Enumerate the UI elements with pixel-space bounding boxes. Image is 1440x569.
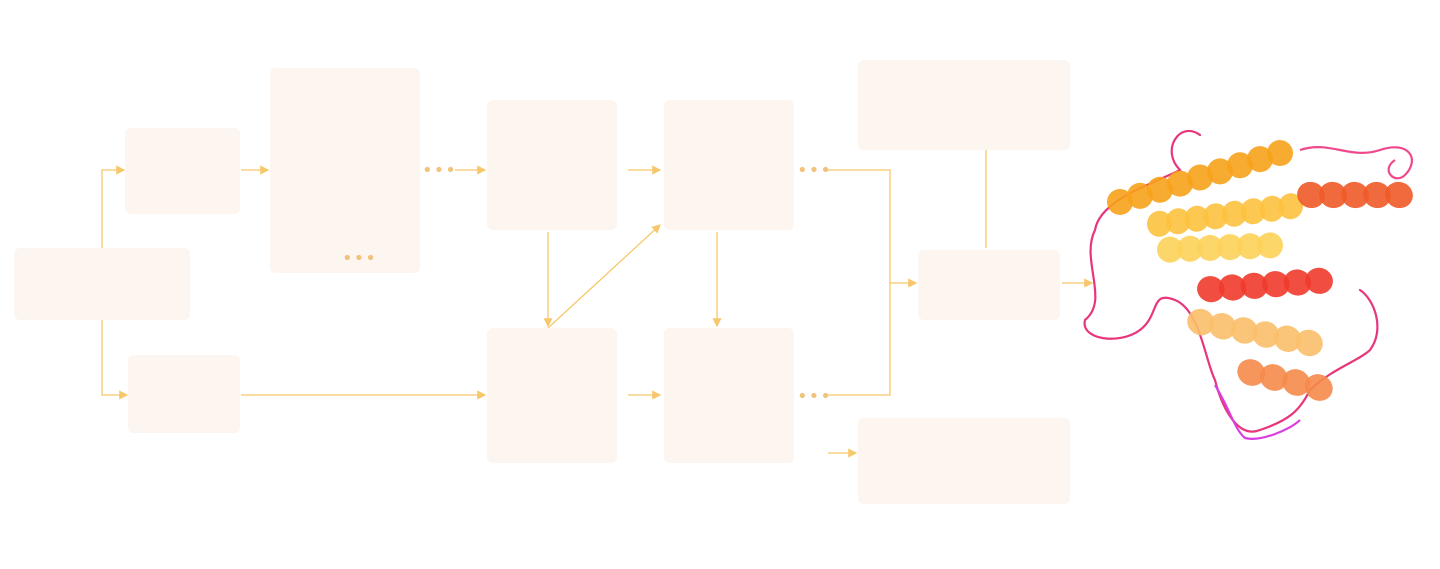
msa-repr-box-2 (664, 100, 794, 230)
helix-turn (1184, 205, 1210, 232)
helix-turn (1363, 181, 1391, 209)
coil (1299, 146, 1413, 180)
ellipsis-icon: ••• (797, 386, 832, 407)
flow-arrow (825, 169, 891, 396)
helix-turn (1237, 233, 1263, 260)
helix-turn (1221, 200, 1247, 227)
helix-turn (1297, 181, 1325, 209)
helix-turn (1230, 317, 1258, 344)
helix-turn (1165, 208, 1191, 235)
helix-turn (1157, 236, 1183, 263)
helix-turn (1177, 235, 1203, 262)
helix-turn (1385, 181, 1413, 209)
helix-turn (1187, 164, 1213, 191)
helix-turn (1257, 232, 1283, 259)
msa-repr-box-1 (487, 100, 617, 230)
ellipsis-icon: ••• (797, 160, 832, 181)
helix-turn (1197, 234, 1223, 261)
helix-turn (1218, 274, 1247, 301)
helix-turn (1167, 170, 1193, 197)
helix-turn (1259, 195, 1285, 222)
helix-turn (1262, 271, 1290, 298)
helix-turn (1304, 374, 1333, 401)
helix-turn (1203, 203, 1229, 230)
helix-turn (1305, 267, 1333, 294)
structure-module-box (918, 250, 1060, 320)
helix-turn (1247, 146, 1273, 173)
protein-structure-icon (1083, 129, 1413, 440)
contact-map-box (858, 418, 1070, 504)
helix-turn (1267, 140, 1293, 167)
template-search-box (128, 355, 240, 433)
helix-turn (1146, 210, 1172, 237)
helix-turn (1147, 176, 1173, 203)
helix-turn (1240, 198, 1266, 225)
flow-arrow (101, 165, 126, 248)
helix-turn (1207, 158, 1233, 185)
helix-turn (1208, 313, 1237, 340)
helix-turn (1319, 181, 1347, 209)
helix-turn (1237, 359, 1266, 386)
coil (1214, 384, 1301, 440)
flow-arrows (101, 150, 1094, 458)
input-sequence-box (14, 248, 190, 320)
helix-turn (1197, 276, 1225, 303)
ellipsis-icon: ••• (422, 160, 457, 181)
pair-repr-box-1 (487, 328, 617, 463)
helix-turn (1259, 364, 1288, 391)
msa-search-box (125, 128, 240, 214)
flow-arrow (547, 224, 661, 329)
helix-turn (1240, 272, 1268, 299)
helix-turn (1107, 188, 1133, 215)
helix-turn (1273, 325, 1302, 352)
ellipsis-icon: ••• (342, 248, 377, 269)
helix-turn (1341, 181, 1369, 209)
helix-turn (1278, 193, 1304, 220)
helix-turn (1282, 369, 1311, 396)
helix-turn (1295, 329, 1323, 357)
helix-turn (1187, 308, 1215, 336)
pair-repr-box-2 (664, 328, 794, 463)
helix-turn (1227, 152, 1253, 179)
helix-turn (1217, 234, 1243, 261)
helix-turn (1283, 269, 1312, 296)
single-repr-box (858, 60, 1070, 150)
flow-arrow (101, 320, 129, 400)
msa-stack-box (270, 68, 420, 273)
helix-turn (1127, 182, 1153, 209)
helix-turn (1252, 321, 1280, 348)
